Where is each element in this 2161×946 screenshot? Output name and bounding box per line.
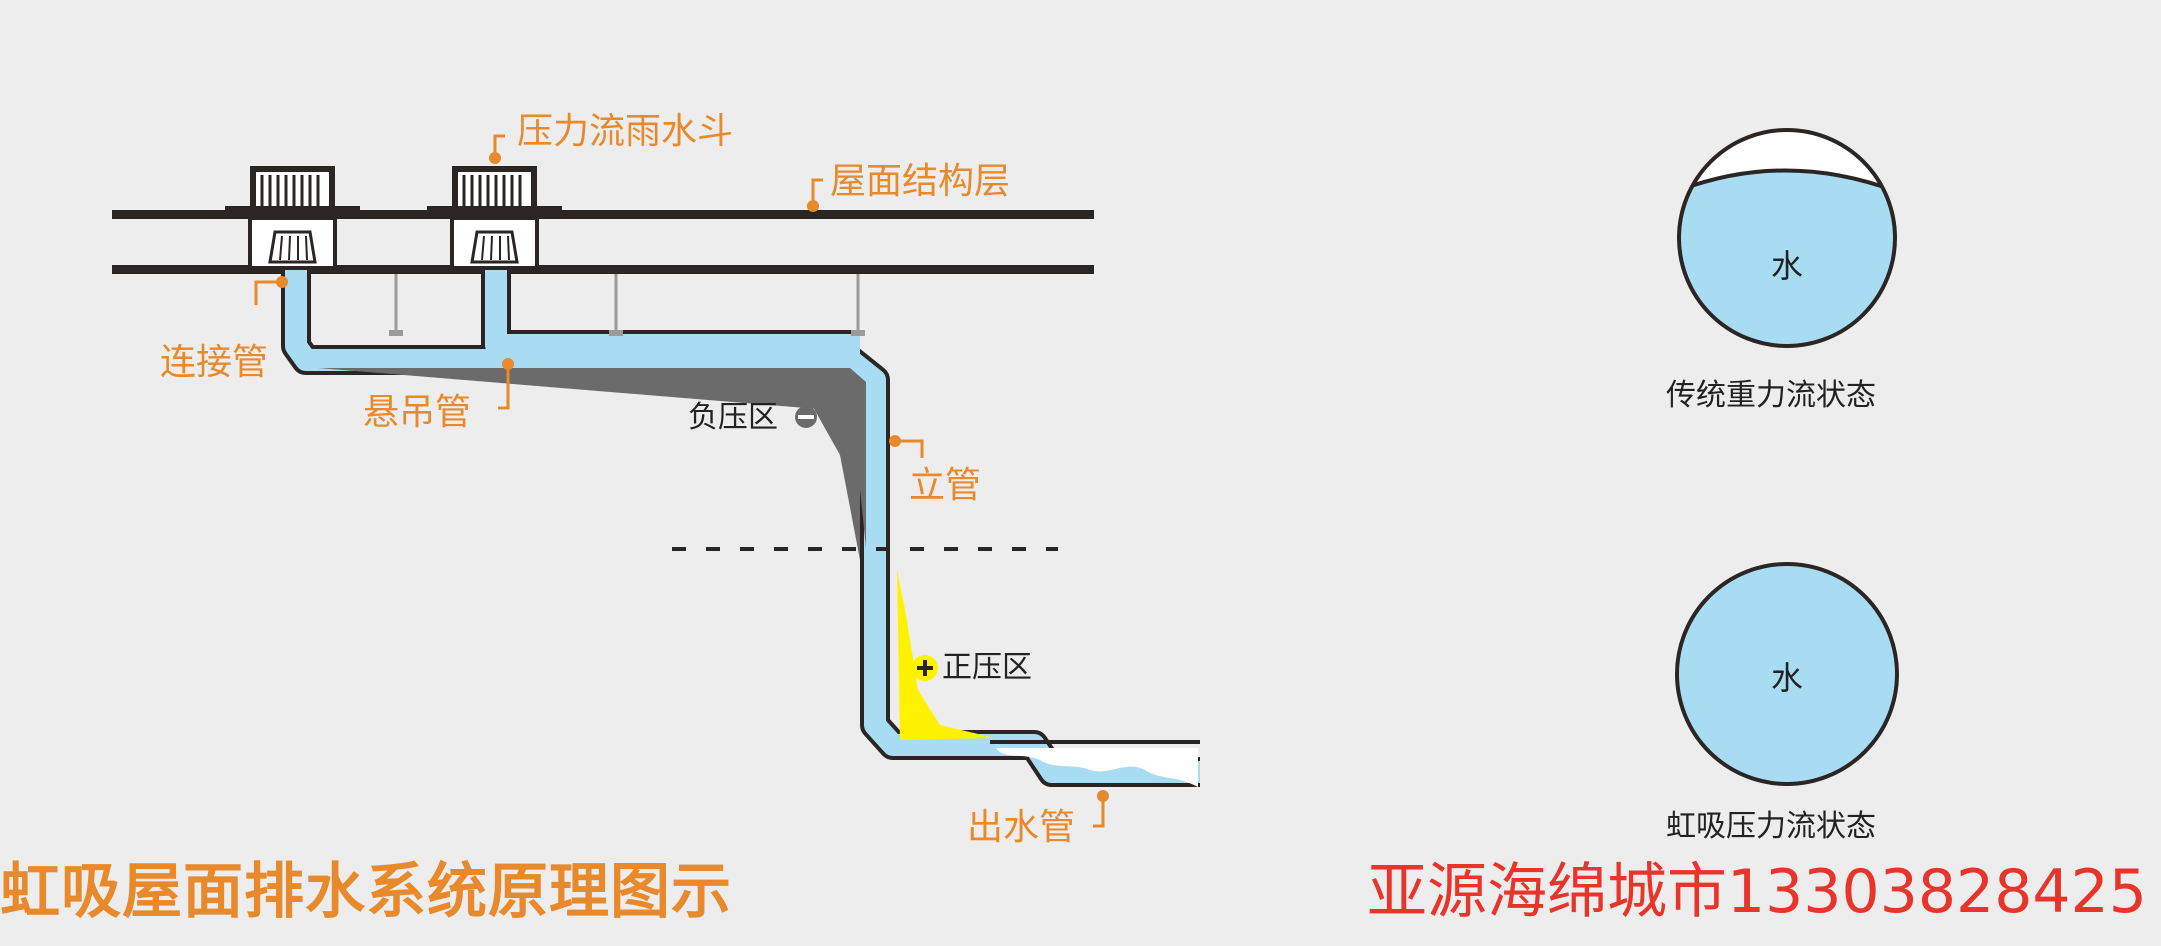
leader-dot-icon [807,200,819,212]
gravity-flow-circle [1677,128,1897,348]
rain-hopper-2 [427,166,562,270]
pipe-system [281,258,1200,787]
plus-circle-icon [912,655,938,681]
outlet-water-waves [996,748,1198,787]
roof-line-bottom [112,265,1094,274]
negative-pressure-fill [318,368,866,548]
hanging-pipe-label: 悬吊管 [363,392,472,433]
gravity-water-label: 水 [1771,247,1804,285]
pipe-hangers [394,274,860,332]
siphon-water-label: 水 [1771,659,1804,697]
leader-dot-icon [489,152,501,164]
positive-zone-label: 正压区 [942,650,1032,685]
roof-layer-label: 屋面结构层 [830,161,1011,202]
siphon-flow-circle [1675,562,1899,786]
vertical-pipe-label: 立管 [909,465,982,506]
leader-dot-icon [276,276,288,288]
leader-dot-icon [1097,790,1109,802]
rain-hopper-label: 压力流雨水斗 [517,111,734,152]
outlet-pipe-top-edge [990,740,1200,744]
leader-dot-icon [889,435,901,447]
brand-contact: 亚源海绵城市13303828425 [1367,857,2147,927]
negative-zone-label: 负压区 [688,400,778,435]
roof-line-top [112,210,1094,219]
leader-dot-icon [502,358,514,370]
rain-hopper-1 [225,166,360,270]
positive-pressure-zone [897,570,995,740]
minus-circle-icon [795,406,817,428]
connector-pipe-label: 连接管 [160,342,269,383]
page-title: 虹吸屋面排水系统原理图示 [0,857,732,927]
gravity-state-caption: 传统重力流状态 [1666,378,1876,413]
outlet-pipe-label: 出水管 [967,807,1076,848]
leader-lines [254,134,1105,828]
siphon-state-caption: 虹吸压力流状态 [1666,809,1876,844]
